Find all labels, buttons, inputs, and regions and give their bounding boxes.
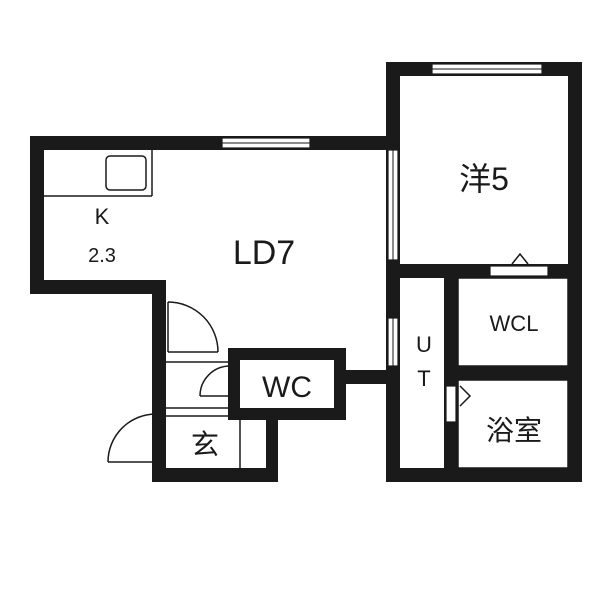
- label-living-dining: LD7: [233, 234, 295, 272]
- label-kitchen-size: 2.3: [88, 245, 116, 267]
- door-hall-swing: [167, 301, 219, 353]
- door-entrance-swing: [107, 413, 157, 463]
- wall-bottom-entrance: [152, 468, 278, 482]
- door-wcl-opening: [489, 265, 549, 277]
- doors: [107, 252, 529, 463]
- wall-western-bottom: [386, 264, 582, 278]
- wall-ld-left: [30, 136, 44, 286]
- wall-bottom-right: [386, 468, 582, 482]
- bath-outline: [457, 379, 569, 469]
- sink-icon: [105, 155, 147, 191]
- door-wcl-marker: [511, 252, 529, 265]
- label-toilet: WC: [262, 371, 312, 404]
- wall-wc-top: [228, 348, 346, 360]
- walls: [30, 62, 582, 482]
- wall-wcl-bath: [444, 366, 582, 380]
- door-bath-opening: [445, 385, 457, 423]
- wall-wc-connector: [334, 370, 400, 384]
- label-bathroom: 浴室: [486, 415, 542, 446]
- wcl-outline: [457, 277, 569, 367]
- room-labels: 洋5 LD7 K 2.3 WCL U T WC 浴室 玄: [88, 161, 542, 460]
- label-utility-u: U: [416, 332, 432, 357]
- wall-wc-bottom: [228, 408, 346, 420]
- interior-lines: [44, 150, 569, 469]
- label-kitchen: K: [95, 204, 110, 229]
- door-wc-swing: [199, 365, 231, 397]
- wall-ld-bottom-left: [30, 280, 166, 294]
- windows: [221, 63, 549, 367]
- wall-ld-top: [30, 136, 400, 150]
- wall-entrance-left: [152, 280, 166, 482]
- label-entrance: 玄: [191, 429, 219, 460]
- label-wcl: WCL: [490, 311, 539, 336]
- wall-wc-left: [228, 348, 240, 420]
- label-western-room: 洋5: [459, 161, 509, 197]
- door-bath-marker: [459, 385, 472, 407]
- wall-entrance-right: [266, 408, 278, 482]
- label-utility-t: T: [417, 366, 430, 391]
